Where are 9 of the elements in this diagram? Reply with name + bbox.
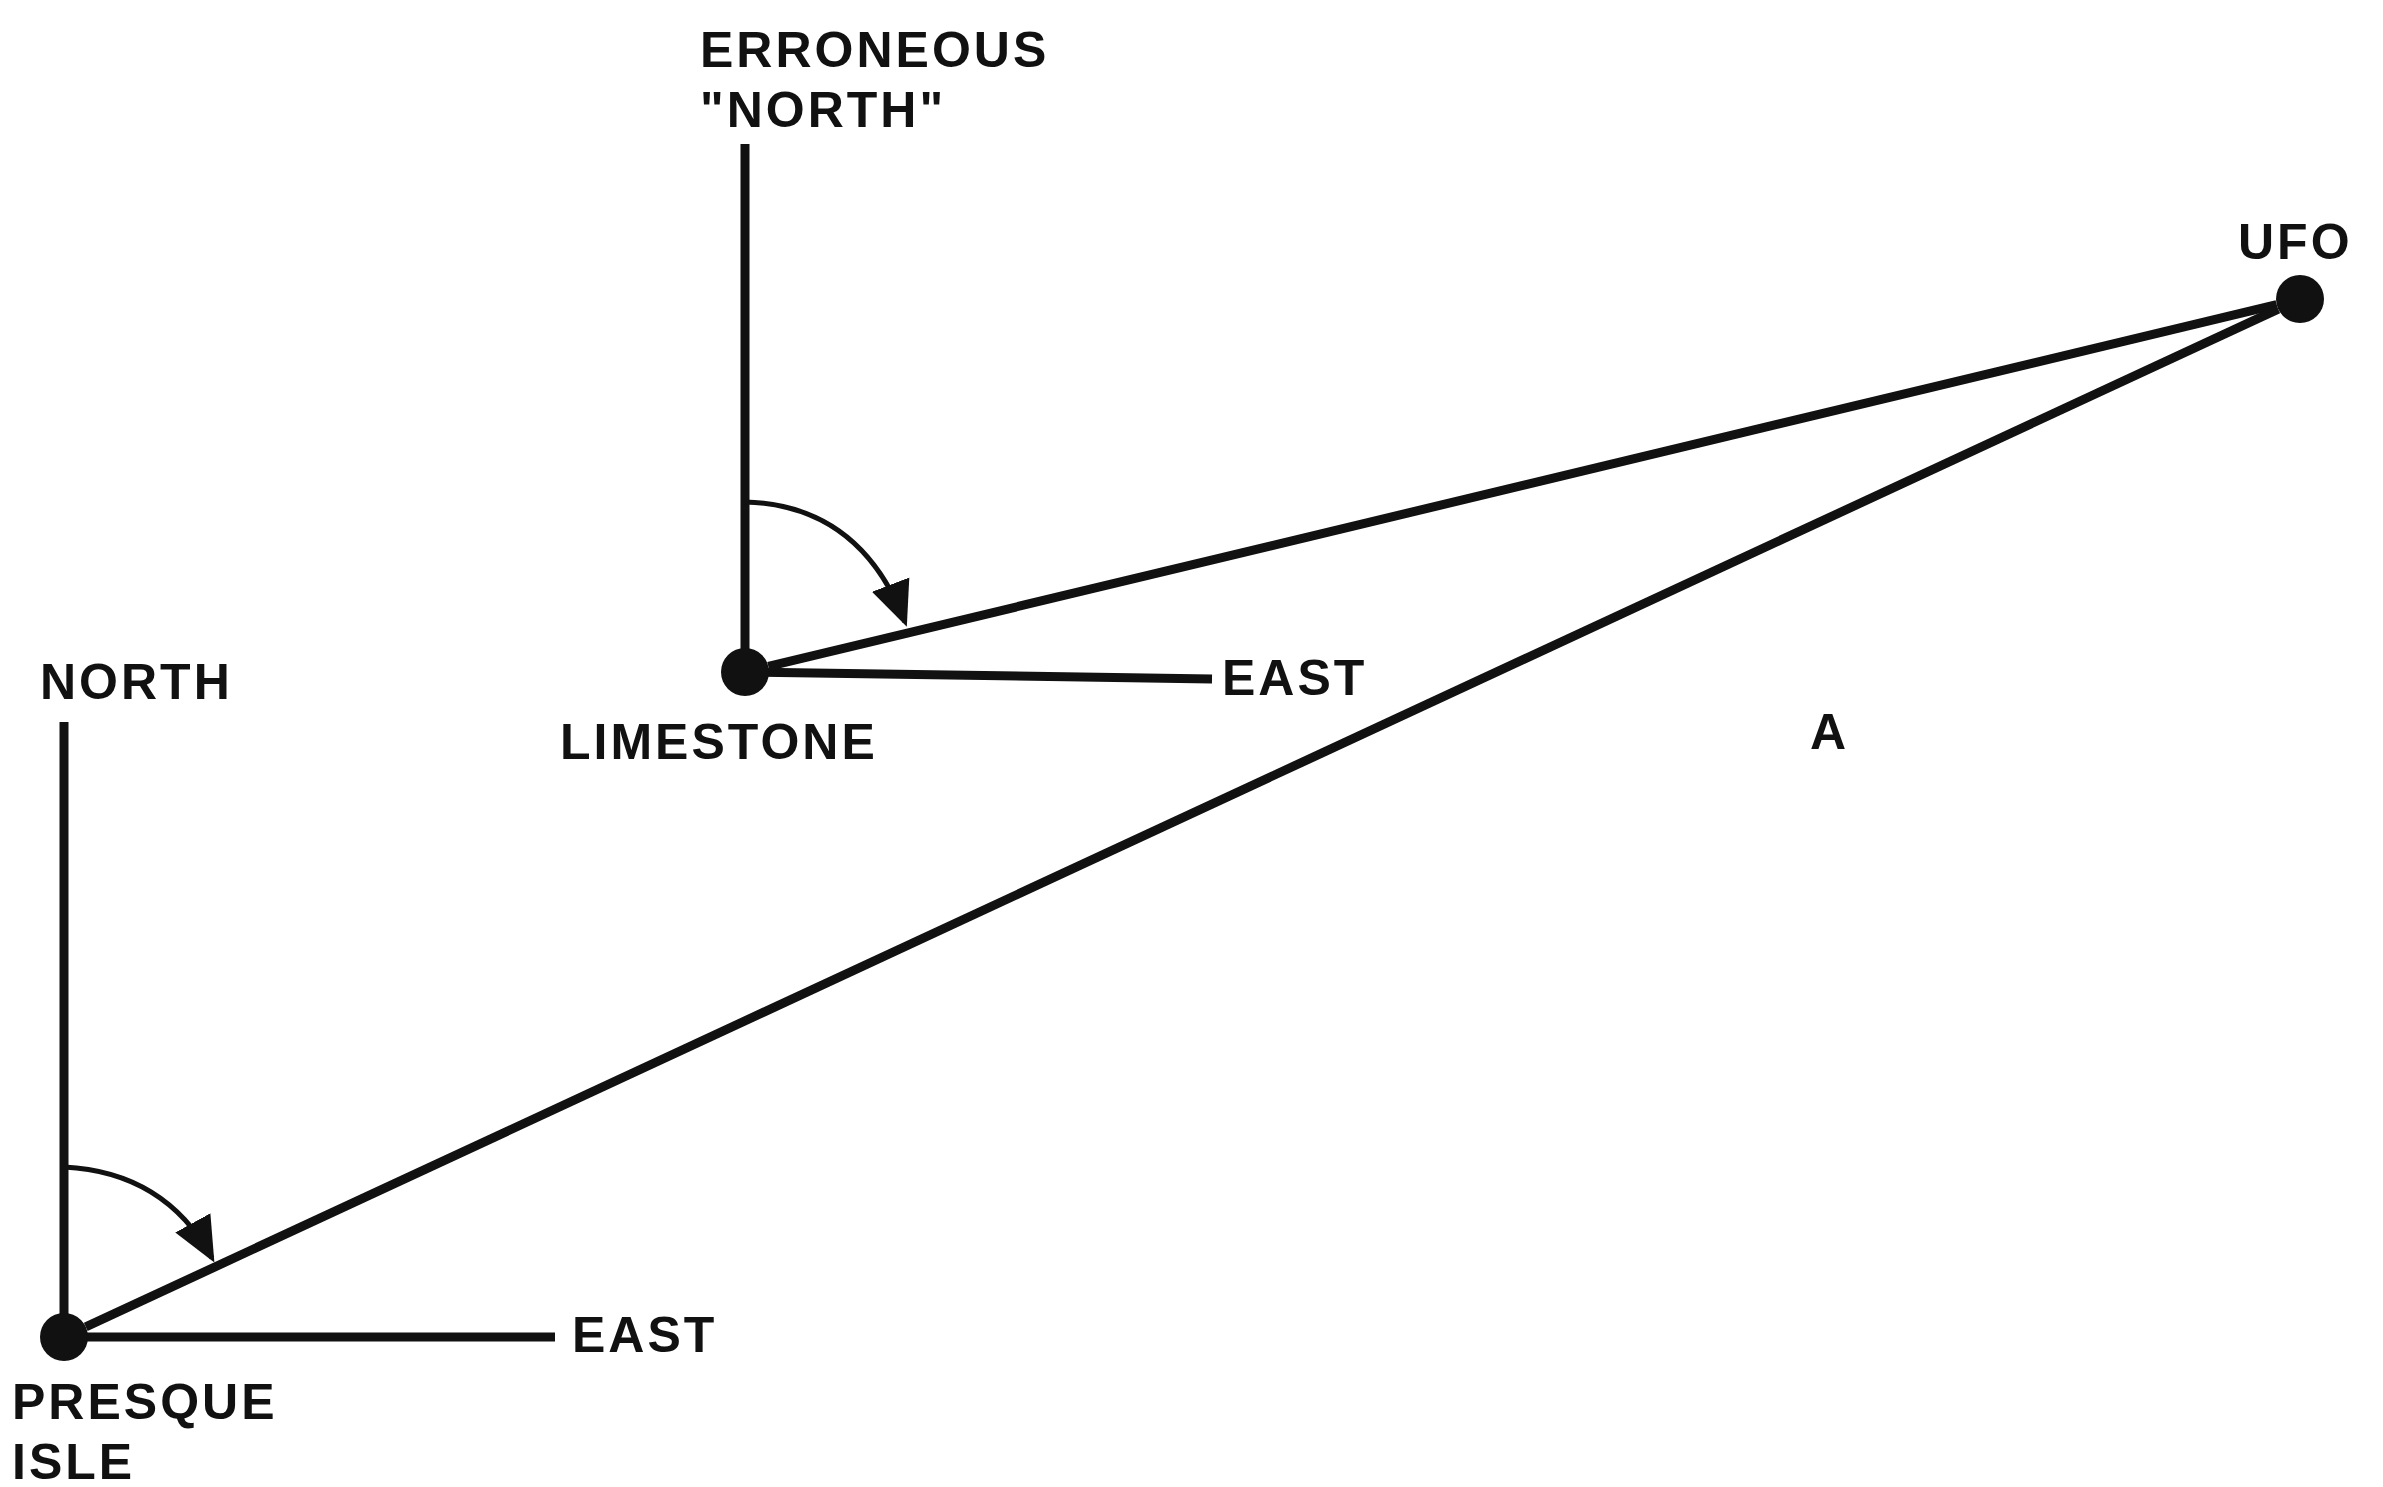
region-label: A xyxy=(1810,703,1851,762)
direction-label: ERRONEOUS "NORTH" xyxy=(700,21,1051,140)
place-label: PRESQUE ISLE xyxy=(12,1373,279,1487)
sight-line xyxy=(767,300,2278,671)
direction-label: EAST xyxy=(572,1306,719,1365)
place-label: LIMESTONE xyxy=(560,713,879,772)
direction-label: NORTH xyxy=(40,653,234,712)
place-label: UFO xyxy=(2238,213,2354,272)
direction-label: EAST xyxy=(1222,649,1369,708)
